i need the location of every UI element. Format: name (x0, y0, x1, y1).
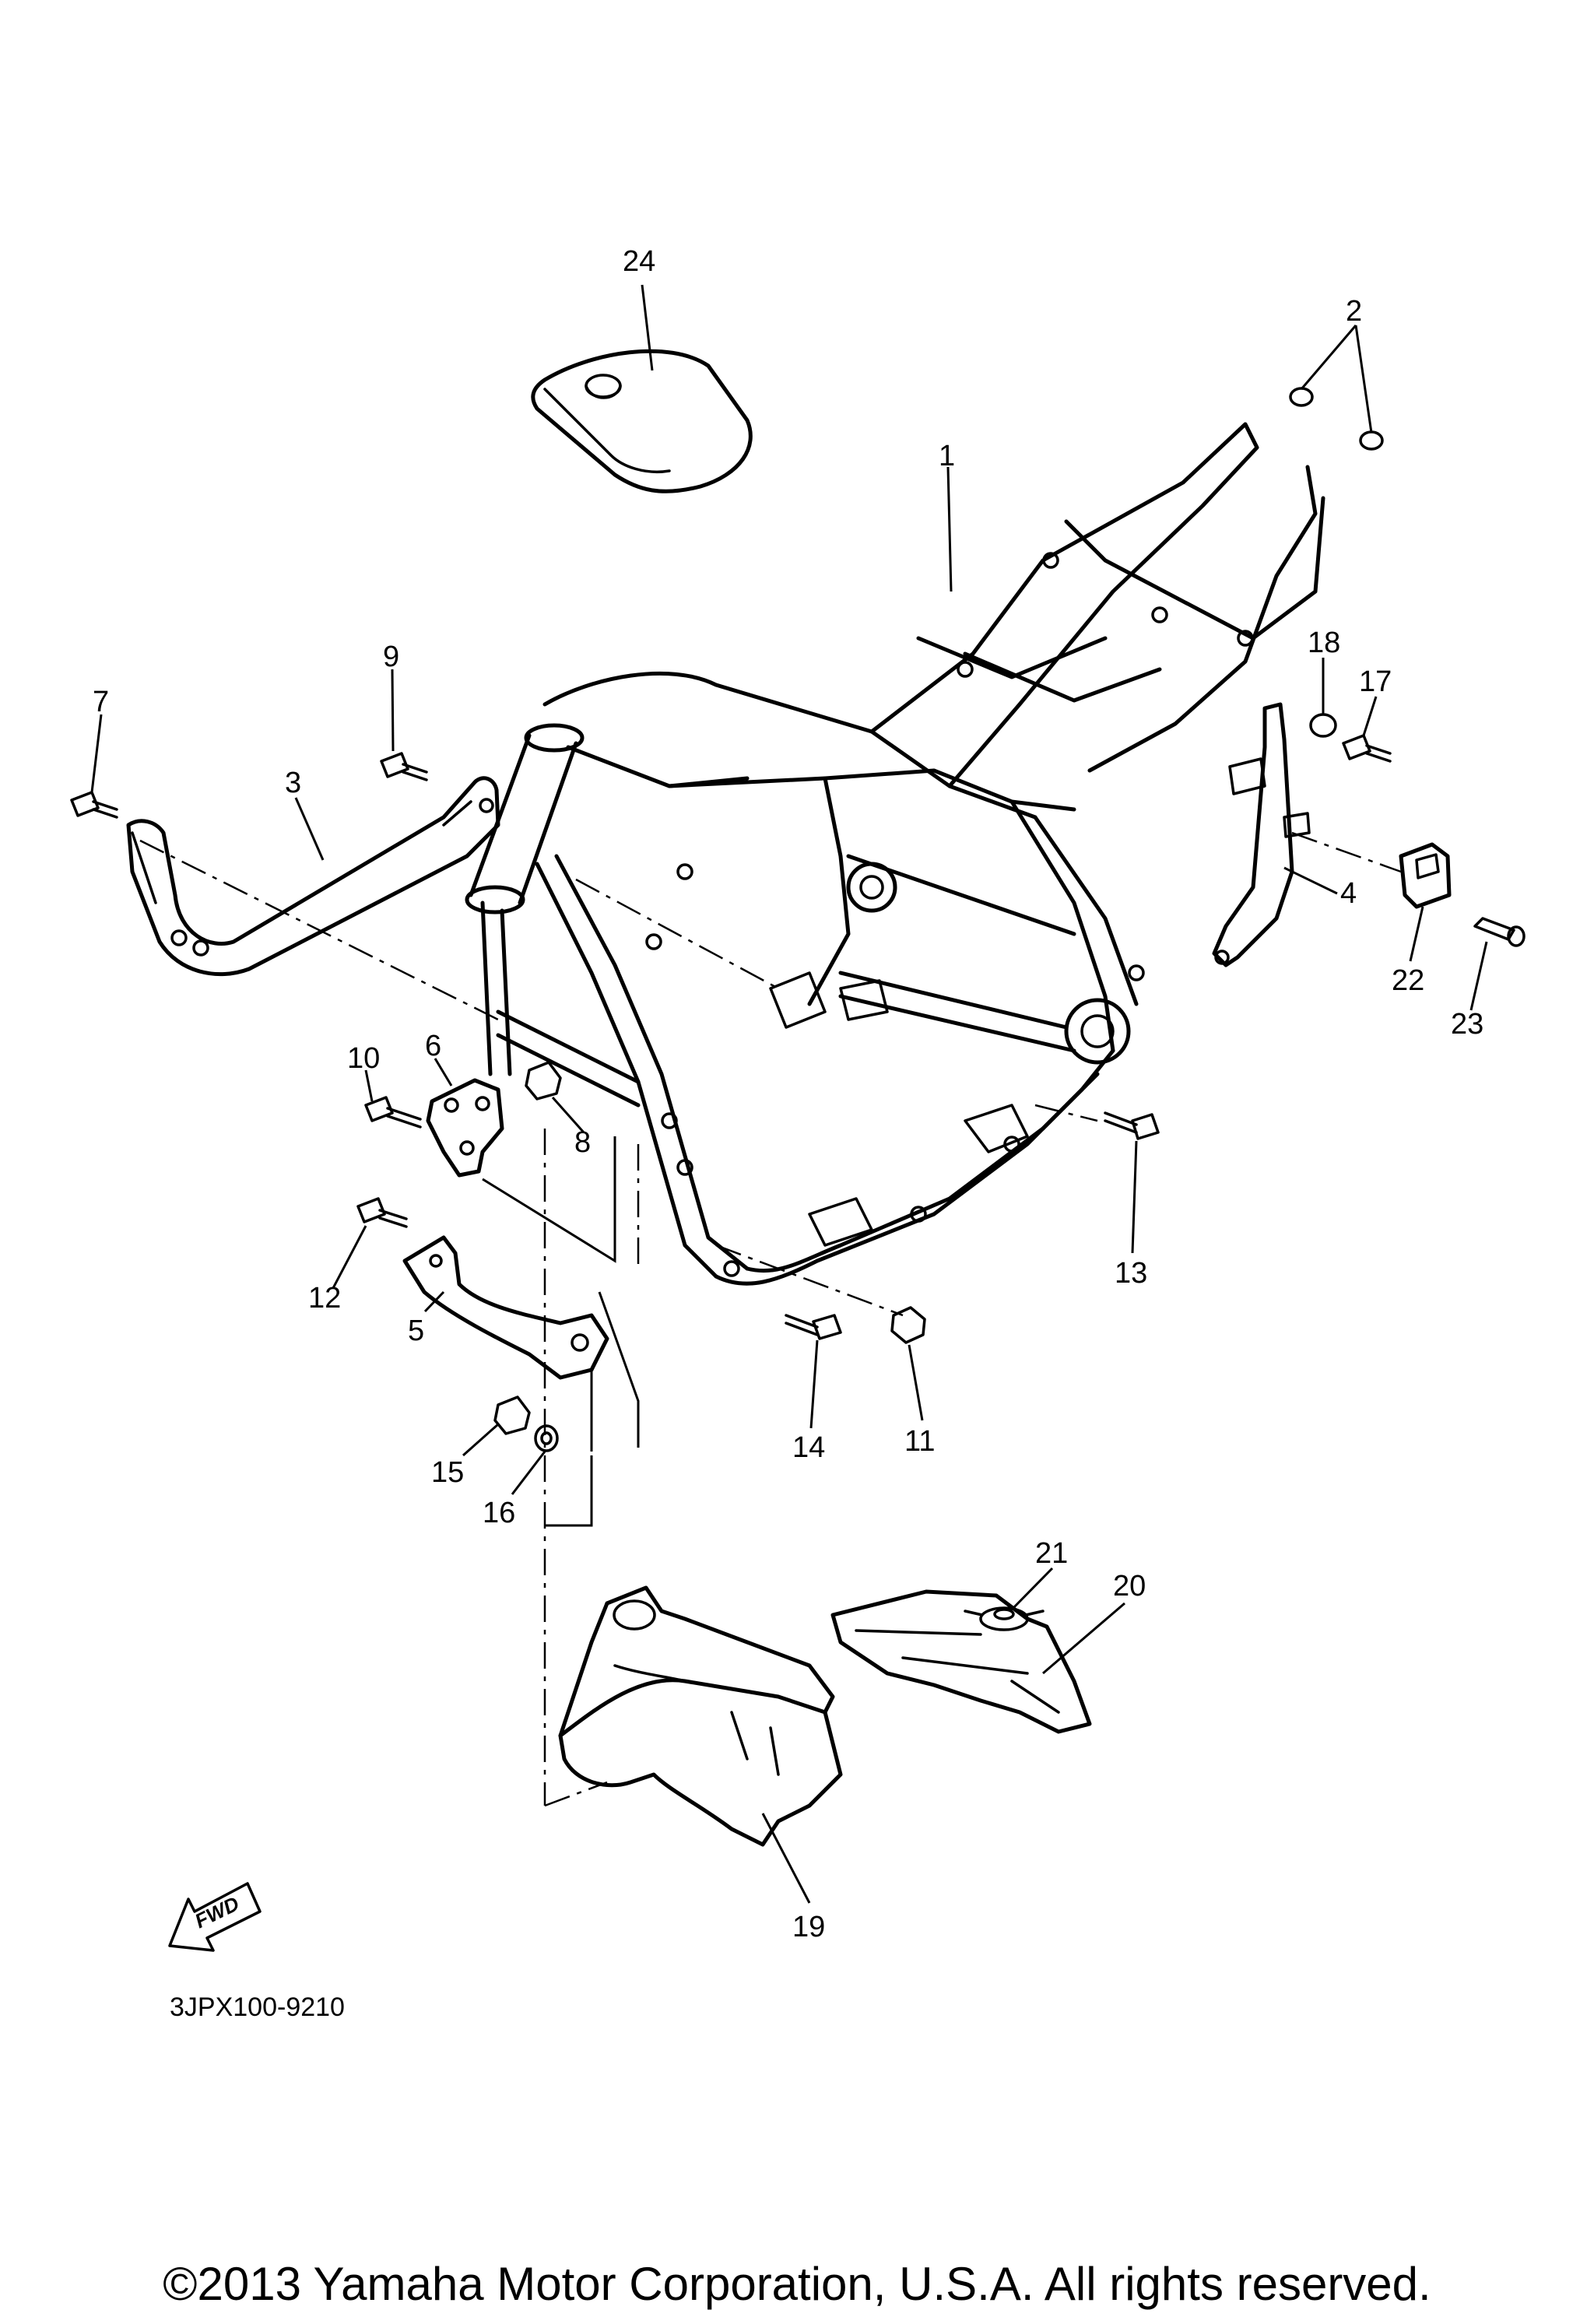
part-20-cover (830, 1589, 1092, 1734)
callout-1: 1 (939, 440, 955, 472)
callout-3: 3 (285, 767, 301, 799)
callout-19: 19 (792, 1911, 825, 1943)
part-10-bolt (364, 1096, 422, 1129)
callout-11: 11 (904, 1425, 935, 1458)
part-18-collar (1309, 713, 1337, 738)
callout-17: 17 (1359, 665, 1392, 698)
part-3-bracket (126, 776, 500, 976)
alignment-lines (139, 831, 1402, 1807)
callout-23: 23 (1451, 1008, 1483, 1041)
callout-6: 6 (425, 1030, 441, 1062)
part-8-collar (525, 1061, 562, 1101)
part-23-bolt (1473, 917, 1526, 947)
copyright-notice: ©2013 Yamaha Motor Corporation, U.S.A. A… (163, 2258, 1431, 2310)
part-16-washer (534, 1424, 559, 1452)
part-12-bolt (356, 1197, 408, 1228)
callout-7: 7 (93, 686, 109, 718)
part-11-nut (890, 1306, 926, 1344)
callout-10: 10 (347, 1042, 380, 1075)
callouts: 1 2 3 4 5 6 7 8 9 10 11 12 13 14 15 16 1… (93, 245, 1483, 1943)
callout-18: 18 (1308, 627, 1340, 659)
callout-14: 14 (792, 1431, 825, 1464)
fwd-arrow-icon (168, 1882, 262, 1952)
part-15-nut (493, 1395, 531, 1435)
part-21-fastener (964, 1606, 1045, 1631)
callout-8: 8 (574, 1126, 591, 1159)
part-4-bracket (1212, 702, 1311, 967)
part-19-cover (558, 1585, 843, 1847)
callout-21: 21 (1035, 1537, 1068, 1570)
callout-9: 9 (383, 641, 399, 673)
callout-20: 20 (1113, 1570, 1146, 1603)
callout-24: 24 (623, 245, 655, 278)
part-9-bolt (380, 752, 428, 781)
part-6-plate (426, 1078, 504, 1178)
callout-12: 12 (308, 1282, 341, 1315)
callout-13: 13 (1115, 1257, 1147, 1290)
callout-4: 4 (1340, 877, 1357, 910)
callout-22: 22 (1392, 964, 1424, 997)
diagram-code: 3JPX100-9210 (170, 1992, 345, 2022)
part-13-bolt (1104, 1111, 1160, 1140)
feed-lines (482, 1136, 640, 1527)
callout-2: 2 (1346, 295, 1362, 328)
part-22-bracket (1399, 842, 1452, 909)
fwd-label: FWD (191, 1891, 243, 1933)
part-1-frame (465, 422, 1325, 1286)
leader-lines (90, 284, 1488, 1904)
callout-15: 15 (431, 1456, 464, 1489)
callout-5: 5 (408, 1315, 424, 1347)
part-14-bolt (785, 1314, 842, 1340)
part-24-cover (531, 349, 753, 493)
part-17-bolt (1342, 734, 1392, 763)
part-7-bolt (70, 791, 118, 819)
part-5-bracket (402, 1235, 609, 1380)
callout-16: 16 (483, 1497, 515, 1529)
